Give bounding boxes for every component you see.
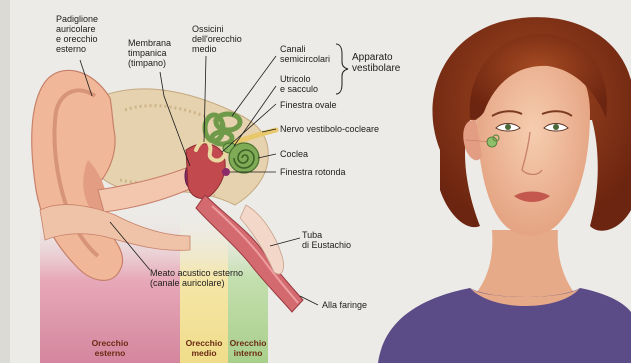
label-cochlea: Coclea: [280, 149, 308, 159]
label-meatus: Meato acustico esterno (canale auricolar…: [150, 268, 243, 288]
label-round-window: Finestra rotonda: [280, 167, 346, 177]
label-canals: Canali semicircolari: [280, 44, 330, 64]
left-iris: [505, 124, 511, 130]
label-pharynx: Alla faringe: [322, 300, 367, 310]
label-pinna: Padiglione auricolare e orecchio esterno: [56, 14, 98, 54]
label-utricle: Utricolo e sacculo: [280, 74, 318, 94]
label-eardrum: Membrana timpanica (timpano): [128, 38, 171, 68]
zone-label-outer: Orecchio esterno: [80, 338, 140, 358]
cochlea: [229, 143, 259, 173]
label-nerve: Nervo vestibolo-cocleare: [280, 124, 379, 134]
label-oval-window: Finestra ovale: [280, 100, 337, 110]
page-edge: [0, 0, 10, 363]
zone-label-middle: Orecchio medio: [180, 338, 228, 358]
round-window: [222, 168, 230, 176]
label-vestibular: Apparato vestibolare: [352, 52, 400, 74]
label-eustachian: Tuba di Eustachio: [302, 230, 351, 250]
right-iris: [553, 124, 559, 130]
label-ossicles: Ossicini dell'orecchio medio: [192, 24, 242, 54]
zone-label-inner: Orecchio interno: [228, 338, 268, 358]
